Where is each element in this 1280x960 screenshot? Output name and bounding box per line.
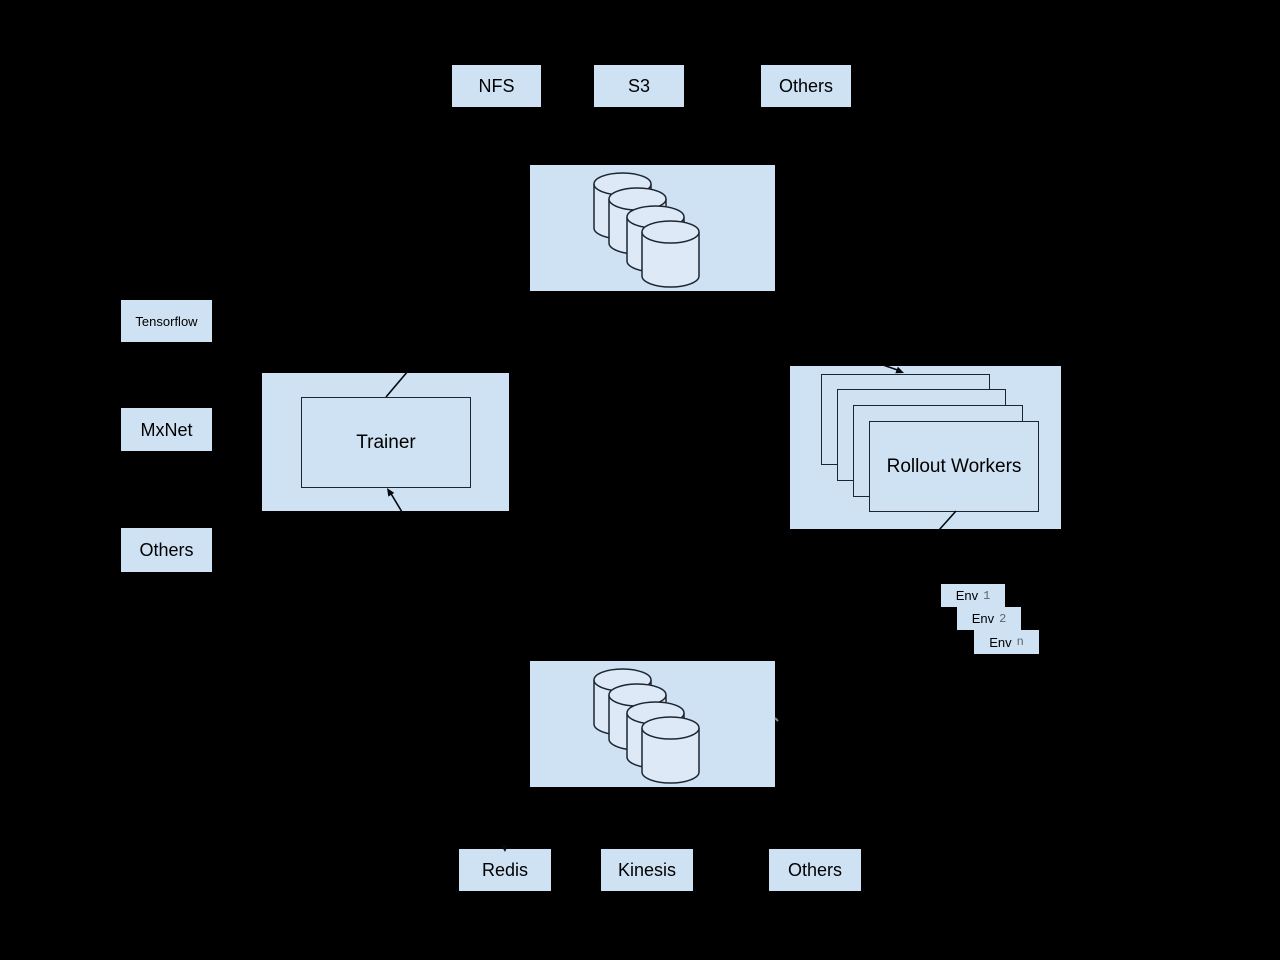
env-label: Env: [989, 634, 1012, 650]
node-nfs: NFS: [452, 65, 541, 107]
rollout-workers-group: Rollout Workers: [790, 366, 1061, 529]
rollout-workers-node: Rollout Workers: [869, 421, 1039, 512]
database-cylinders-icon: [593, 668, 700, 784]
node-others-frameworks: Others: [121, 528, 212, 572]
env-index: n: [1016, 635, 1024, 649]
node-env-1: Env 1: [941, 584, 1005, 607]
node-others-top: Others: [761, 65, 851, 107]
datastore-bottom: [530, 661, 775, 787]
trainer-node: Trainer: [301, 397, 471, 488]
database-cylinders-icon: [593, 172, 700, 288]
datastore-connector-tip: [774, 717, 779, 722]
node-redis: Redis: [459, 849, 551, 891]
node-others-bottom: Others: [769, 849, 861, 891]
node-kinesis: Kinesis: [601, 849, 693, 891]
env-index: 2: [999, 611, 1007, 626]
node-tensorflow: Tensorflow: [121, 300, 212, 342]
node-mxnet: MxNet: [121, 408, 212, 451]
datastore-top: [530, 165, 775, 291]
env-label: Env: [971, 611, 995, 626]
node-s3: S3: [594, 65, 684, 107]
env-index: 1: [983, 588, 991, 603]
node-env-2: Env 2: [957, 607, 1021, 630]
trainer-group: Trainer: [262, 373, 509, 511]
env-label: Env: [955, 588, 979, 603]
node-env-n: Env n: [974, 630, 1039, 654]
